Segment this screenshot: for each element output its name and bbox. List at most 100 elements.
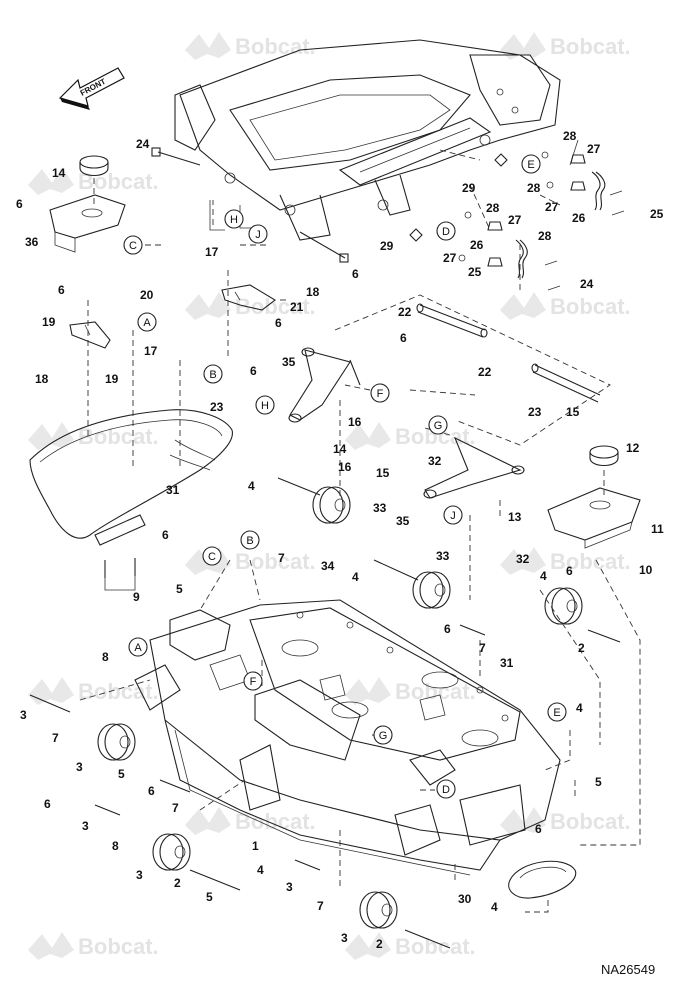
callout: 16	[338, 460, 352, 474]
svg-text:Bobcat.: Bobcat.	[235, 34, 316, 59]
wheel-4-c	[544, 587, 583, 625]
callout: 6	[444, 622, 451, 636]
callout: 26	[572, 211, 586, 225]
callout: 3	[20, 708, 27, 722]
wheel-4-d	[97, 723, 136, 761]
chain-assembly-upper	[541, 139, 625, 216]
callout: 21	[290, 300, 304, 314]
callout: 22	[478, 365, 492, 379]
callout: 15	[566, 405, 580, 419]
connector-d: D	[436, 221, 456, 241]
callout: 2	[376, 937, 383, 951]
svg-text:C: C	[208, 551, 216, 563]
figure-reference-code: NA26549	[601, 962, 655, 977]
callout: 14	[333, 442, 347, 456]
callout: 32	[428, 454, 442, 468]
watermark: Bobcat.	[500, 807, 631, 835]
callout: 17	[205, 245, 219, 259]
svg-text:Bobcat.: Bobcat.	[550, 294, 631, 319]
callout: 5	[595, 775, 602, 789]
roller-cap-14-right	[589, 445, 619, 467]
callout: 18	[35, 372, 49, 386]
svg-text:Bobcat.: Bobcat.	[78, 424, 159, 449]
bracket-20	[69, 321, 111, 349]
mount-plate-13	[547, 487, 641, 549]
connector-g: G	[373, 725, 393, 745]
callout: 5	[206, 890, 213, 904]
watermark: Bobcat.	[28, 422, 159, 450]
connector-b: B	[240, 530, 260, 550]
callout: 2	[174, 876, 181, 890]
svg-text:Bobcat.: Bobcat.	[395, 934, 476, 959]
watermark: Bobcat.	[185, 32, 316, 60]
svg-text:Bobcat.: Bobcat.	[550, 809, 631, 834]
callout: 8	[102, 650, 109, 664]
svg-text:D: D	[442, 784, 450, 796]
svg-text:J: J	[450, 510, 456, 522]
callout: 22	[398, 305, 412, 319]
discharge-chute-12	[29, 409, 233, 539]
callout: 33	[373, 501, 387, 515]
callout: 15	[376, 466, 390, 480]
callout: 7	[52, 731, 59, 745]
watermark: Bobcat.	[345, 422, 476, 450]
mower-frame	[174, 39, 561, 241]
callout: 29	[462, 181, 476, 195]
svg-text:Bobcat.: Bobcat.	[395, 679, 476, 704]
callout: 12	[626, 441, 640, 455]
callout: 6	[400, 331, 407, 345]
svg-text:H: H	[230, 214, 238, 226]
chain-assembly-lower	[409, 153, 561, 291]
bolts-10	[104, 558, 136, 578]
svg-text:C: C	[129, 240, 137, 252]
callout: 3	[286, 880, 293, 894]
callout: 33	[436, 549, 450, 563]
watermark: Bobcat.	[185, 807, 316, 835]
svg-text:D: D	[442, 226, 450, 238]
callout: 31	[500, 656, 514, 670]
connector-e: E	[547, 702, 567, 722]
callout: 6	[535, 822, 542, 836]
callout: 3	[136, 868, 143, 882]
callout: 1	[252, 839, 259, 853]
svg-text:E: E	[527, 159, 534, 171]
callout: 6	[352, 267, 359, 281]
svg-text:A: A	[134, 642, 142, 654]
callout: 6	[162, 528, 169, 542]
callout: 6	[566, 564, 573, 578]
watermark: Bobcat.	[28, 932, 159, 960]
connector-c: C	[123, 235, 143, 255]
callout: 7	[172, 801, 179, 815]
callout: 17	[144, 344, 158, 358]
roller-cap-14-left	[79, 155, 109, 177]
callout: 20	[140, 288, 154, 302]
watermark: Bobcat.	[28, 677, 159, 705]
callout: 24	[136, 137, 150, 151]
bracket-21	[221, 284, 276, 311]
callout: 36	[25, 235, 39, 249]
callout: 27	[443, 251, 457, 265]
idler-arm-15-left	[288, 347, 361, 423]
connector-c: C	[202, 546, 222, 566]
callout: 28	[538, 229, 552, 243]
connector-h: H	[255, 395, 275, 415]
connector-f: F	[243, 671, 263, 691]
svg-text:A: A	[143, 317, 151, 329]
svg-text:E: E	[553, 707, 560, 719]
callout: 30	[458, 892, 472, 906]
callout: 4	[248, 479, 255, 493]
svg-text:G: G	[379, 730, 388, 742]
callout: 3	[82, 819, 89, 833]
callout: 11	[651, 522, 664, 536]
callout: 28	[563, 129, 577, 143]
callout: 5	[176, 582, 183, 596]
callout: 9	[133, 590, 140, 604]
callout: 3	[341, 931, 348, 945]
callout: 7	[479, 641, 486, 655]
callout: 6	[148, 784, 155, 798]
watermark: Bobcat.	[345, 932, 476, 960]
mower-deck	[134, 599, 561, 876]
wheel-4-e	[152, 833, 191, 871]
connector-j: J	[248, 224, 268, 244]
